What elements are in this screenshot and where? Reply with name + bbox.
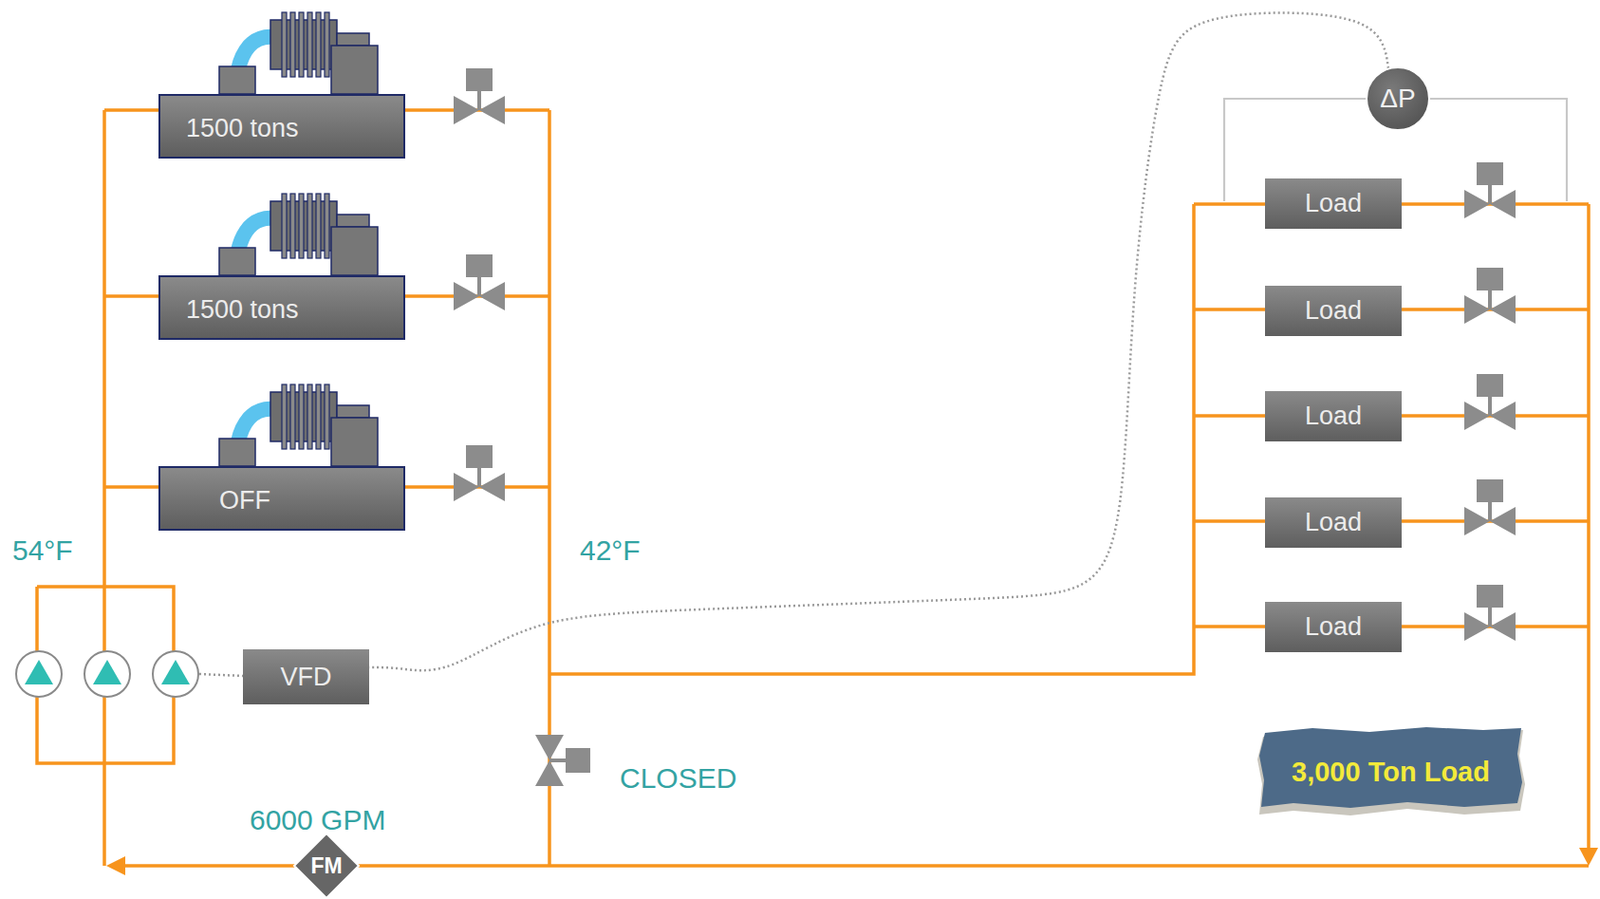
compressor-illustration [219, 193, 378, 276]
flow-arrow [106, 855, 126, 875]
control-valve [453, 68, 505, 125]
dp-sensor-circle: ΔP [1365, 66, 1431, 131]
chiller-box: 1500 tons [158, 93, 406, 159]
chiller-box: OFF [158, 465, 406, 531]
pump-symbol [84, 651, 131, 697]
control-valve [1464, 162, 1516, 219]
flow-arrow [1579, 847, 1599, 866]
temperature-label: 54°F [12, 534, 74, 567]
note-patch: 3,000 Ton Load [1255, 726, 1526, 817]
load-box: Load [1265, 285, 1402, 336]
control-valve [1464, 267, 1516, 324]
node-text: Load [1304, 401, 1362, 431]
node-text: ΔP [1379, 83, 1415, 114]
node-text: Load [1304, 612, 1362, 642]
control-valve [453, 445, 505, 502]
pump-symbol [16, 651, 62, 697]
valve-state-label: CLOSED [619, 762, 737, 795]
node-text: 1500 tons [186, 113, 299, 144]
node-text: FM [310, 853, 342, 879]
control-wire [199, 673, 243, 676]
node-text: VFD [280, 662, 333, 692]
return-header-pipe [102, 110, 107, 866]
pump-symbol [152, 651, 199, 697]
flow-label: 6000 GPM [249, 803, 386, 837]
flow-meter-diamond: FM [293, 832, 360, 899]
control-signal-line [369, 13, 1389, 671]
node-text: OFF [219, 485, 271, 516]
control-valve [1464, 584, 1516, 641]
control-valve [453, 254, 505, 311]
temperature-label: 42°F [579, 534, 641, 567]
node-text: 3,000 Ton Load [1291, 756, 1490, 788]
bypass-valve [535, 734, 591, 786]
node-text: Load [1304, 188, 1362, 219]
node-text: Load [1304, 507, 1362, 538]
compressor-illustration [219, 12, 378, 94]
node-text: Load [1304, 296, 1362, 326]
load-box: Load [1265, 497, 1402, 548]
compressor-illustration [219, 384, 378, 466]
load-box: Load [1265, 390, 1402, 442]
control-valve [1464, 479, 1516, 536]
supply-main-pipe [549, 204, 1194, 674]
control-valve [1464, 373, 1516, 430]
load-box: Load [1265, 601, 1402, 652]
vfd-box: VFD [242, 649, 370, 705]
chiller-box: 1500 tons [158, 275, 406, 340]
node-text: 1500 tons [186, 295, 299, 325]
load-return-pipe [1586, 204, 1591, 855]
load-box: Load [1265, 178, 1402, 229]
